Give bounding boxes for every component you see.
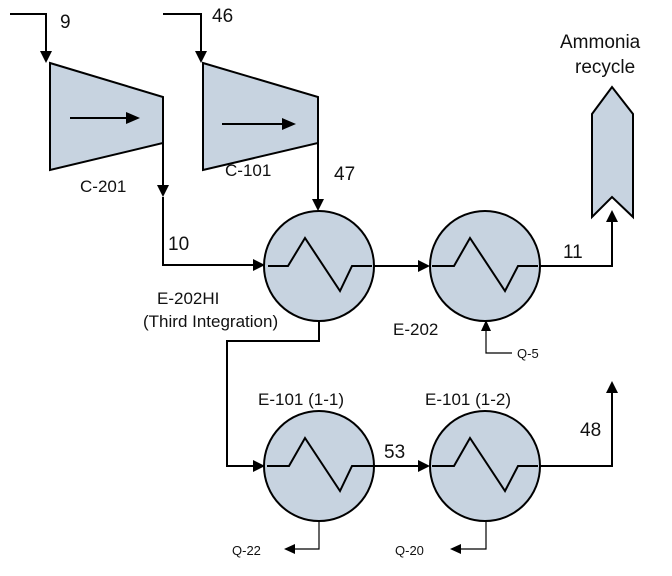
e-202hi-label: E-202HI <box>157 289 219 308</box>
duty-q-22-line <box>284 521 320 554</box>
heat-exchanger-e-101-1-1 <box>263 410 375 522</box>
stream-9-line <box>10 13 52 63</box>
stream-46-line <box>163 13 207 63</box>
stream-48-line <box>540 381 618 467</box>
stream-53-line <box>374 460 430 472</box>
duty-q-22-label: Q-22 <box>232 543 261 558</box>
duty-q-20-line <box>450 521 487 554</box>
compressor-c-101 <box>202 61 319 172</box>
e-101-1-1-label: E-101 (1-1) <box>258 390 344 409</box>
c-101-label: C-101 <box>225 161 271 180</box>
heat-exchanger-e-202hi <box>263 210 375 322</box>
e-101-1-2-label: E-101 (1-2) <box>425 390 511 409</box>
duty-q-5-label: Q-5 <box>517 346 539 361</box>
stream-e202hi-to-e202 <box>374 260 430 272</box>
c-201-label: C-201 <box>80 177 126 196</box>
stream-9-label: 9 <box>60 12 71 33</box>
stream-46-label: 46 <box>212 6 233 27</box>
ammonia-recycle-symbol <box>591 85 634 220</box>
stream-e202hi-to-e101-1-1 <box>226 321 320 472</box>
ammonia-label-line2: recycle <box>575 57 635 78</box>
ammonia-label-line1: Ammonia <box>560 32 641 53</box>
stream-11-label: 11 <box>563 242 583 263</box>
e-202-label: E-202 <box>393 320 438 339</box>
stream-47-line <box>312 143 324 211</box>
stream-48-label: 48 <box>580 420 601 441</box>
stream-53-label: 53 <box>384 442 405 463</box>
stream-10-line <box>157 143 265 271</box>
e-202hi-note: (Third Integration) <box>143 312 278 331</box>
duty-q-5-line <box>481 320 512 354</box>
compressor-c-201 <box>49 61 164 172</box>
stream-11-line <box>540 210 618 267</box>
stream-10-label: 10 <box>168 234 189 255</box>
stream-47-label: 47 <box>334 164 355 185</box>
heat-exchanger-e-101-1-2 <box>429 410 541 522</box>
duty-q-20-label: Q-20 <box>395 543 424 558</box>
heat-exchanger-e-202 <box>429 210 541 322</box>
